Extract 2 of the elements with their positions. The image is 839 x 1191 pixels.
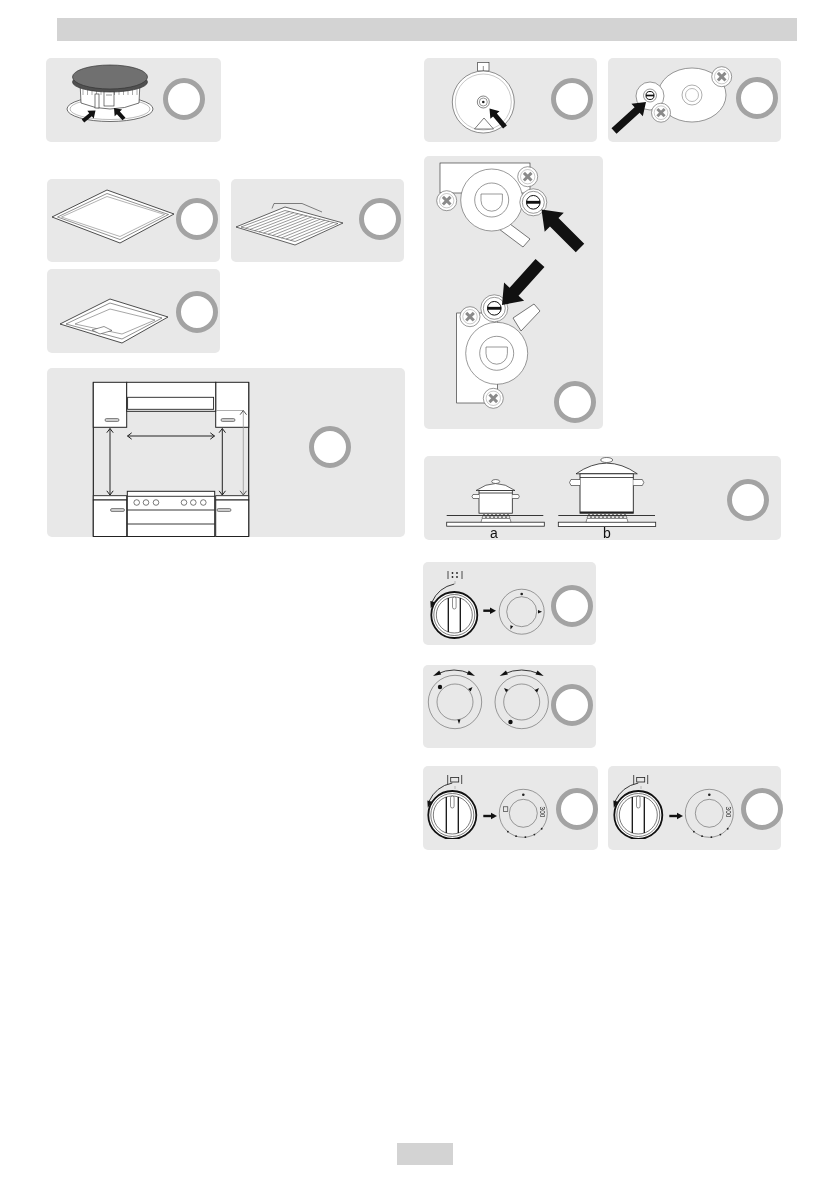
figure-label: b — [603, 526, 611, 540]
figure-label: a — [490, 526, 498, 540]
